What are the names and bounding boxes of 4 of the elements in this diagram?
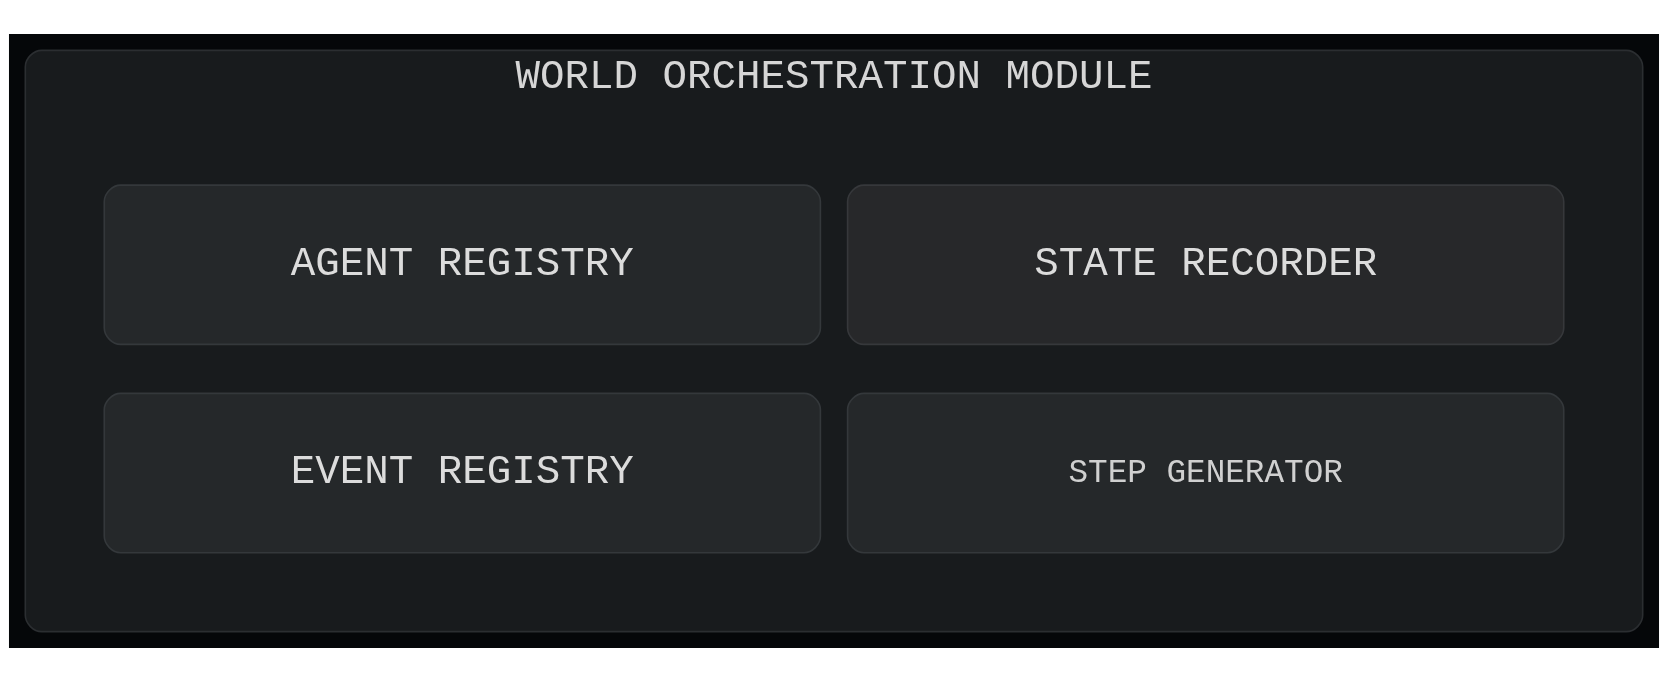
- node-box: STEP GENERATOR: [846, 392, 1565, 554]
- node-box: EVENT REGISTRY: [103, 392, 822, 554]
- node-box: AGENT REGISTRY: [103, 184, 822, 346]
- node-box: STATE RECORDER: [846, 184, 1565, 346]
